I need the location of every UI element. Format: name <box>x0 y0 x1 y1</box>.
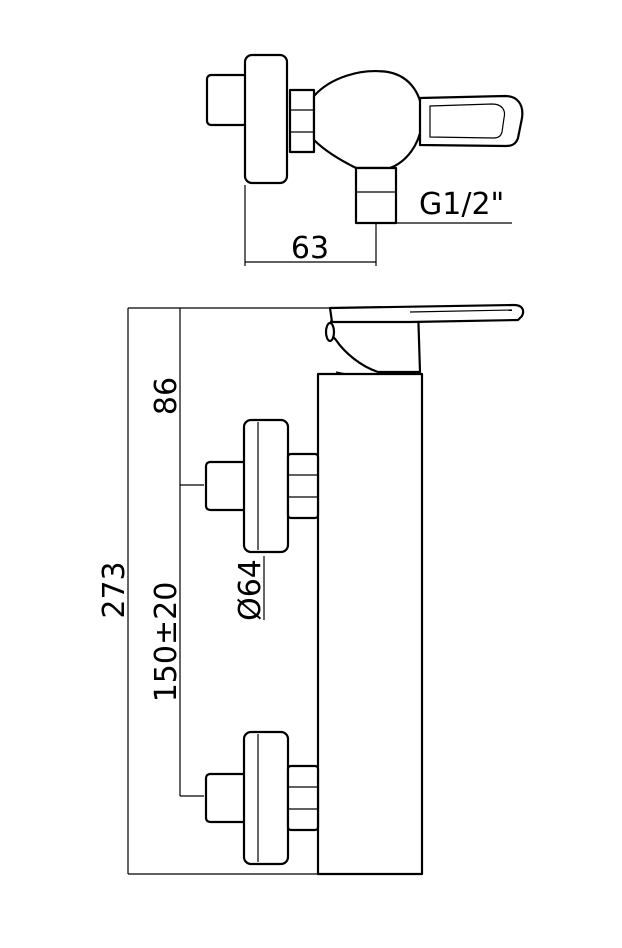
upper-nut <box>286 452 320 520</box>
lower-nut <box>286 764 320 832</box>
upper-connection <box>204 418 320 554</box>
dim-thread-label: G1/2" <box>419 187 504 222</box>
lower-connection <box>204 730 320 866</box>
top-view-nut <box>288 88 316 154</box>
side-view: 273 86 150±20 Ø64 <box>97 303 525 876</box>
mixer-body <box>316 372 424 876</box>
top-view-body <box>312 70 424 170</box>
top-view-escutcheon <box>243 53 289 185</box>
top-view-handle <box>418 94 524 148</box>
dim-63-label: 63 <box>291 231 329 266</box>
top-view-outlet <box>354 166 398 225</box>
upper-escutcheon <box>242 418 290 554</box>
top-view: 63 G1/2" <box>205 53 524 266</box>
dim-273-label: 273 <box>97 561 132 618</box>
lower-stub <box>204 772 250 824</box>
lower-escutcheon <box>242 730 290 866</box>
upper-stub <box>204 460 250 512</box>
dim-diameter-label: Ø64 <box>233 559 268 621</box>
dim-150-label: 150±20 <box>149 582 184 703</box>
mixer-lever <box>328 303 525 324</box>
top-view-connector-stub <box>205 73 249 127</box>
dim-86-label: 86 <box>149 377 184 415</box>
